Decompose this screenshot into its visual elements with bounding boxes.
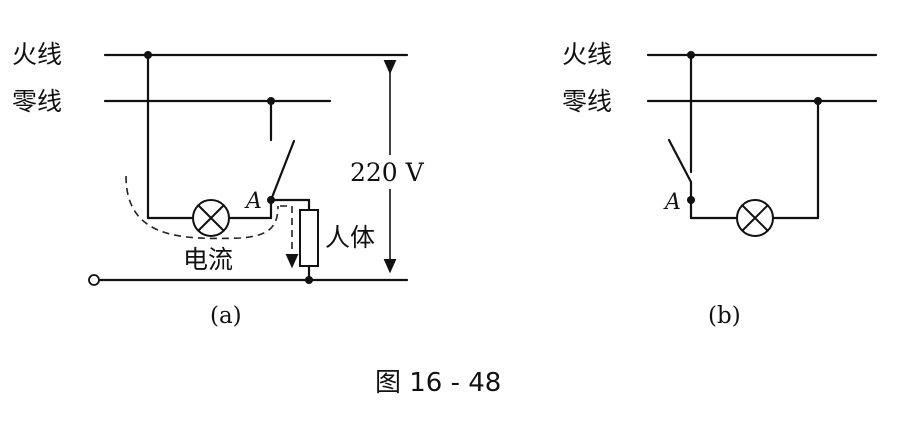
voltage-label-bg xyxy=(340,155,435,189)
voltage-label: 220 V xyxy=(350,158,425,187)
node-b-label: A xyxy=(663,190,681,215)
junction-ground-a xyxy=(305,276,313,284)
neutral-wire-label-a: 零线 xyxy=(12,87,62,116)
neutral-wire-label-b: 零线 xyxy=(562,87,612,116)
diagram-b: 火线 零线 A (b) xyxy=(562,40,878,329)
diagram-a: 火线 零线 A 人体 xyxy=(12,40,435,329)
switch-blade-a xyxy=(269,139,296,202)
switch-blade-b xyxy=(667,138,693,184)
current-label: 电流 xyxy=(183,245,233,274)
live-wire-label-a: 火线 xyxy=(12,40,62,69)
human-body-resistor xyxy=(299,209,319,267)
current-path-left xyxy=(125,175,279,240)
live-wire-label-b: 火线 xyxy=(562,40,612,69)
node-a-label: A xyxy=(244,189,262,214)
body-label: 人体 xyxy=(325,223,375,252)
lamp-a xyxy=(192,199,230,237)
caption-a: (a) xyxy=(210,303,242,329)
current-path-right xyxy=(280,205,299,269)
lamp-b xyxy=(736,199,774,237)
figure-caption: 图 16 - 48 xyxy=(375,368,501,398)
caption-b: (b) xyxy=(708,303,741,329)
ground-terminal-a xyxy=(88,274,100,286)
junction-neutral-b xyxy=(814,97,822,105)
